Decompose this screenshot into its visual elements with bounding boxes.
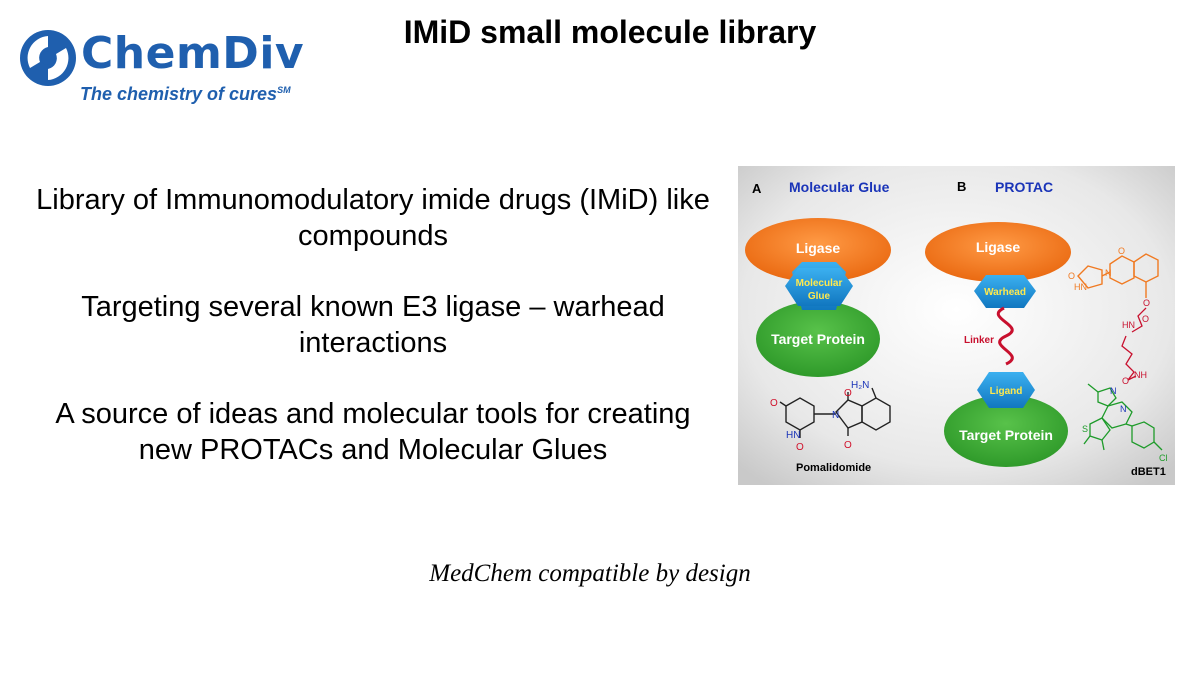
atom-label: S <box>1082 424 1088 434</box>
ligand-hexagon <box>977 372 1035 408</box>
panel-a-target-protein <box>756 301 880 377</box>
atom-label: O <box>844 388 852 399</box>
warhead-hexagon <box>974 275 1036 308</box>
panel-b-ligase-label: Ligase <box>976 239 1021 255</box>
bullet-item: Targeting several known E3 ligase – warh… <box>81 291 665 359</box>
atom-label: O <box>1118 246 1125 256</box>
atom-label: N <box>1105 268 1112 278</box>
linker-label: Linker <box>964 335 994 346</box>
linker-squiggle <box>996 306 1014 366</box>
tagline-footer: MedChem compatible by design <box>429 560 751 587</box>
atom-label: N <box>832 410 839 421</box>
atom-label: O <box>1122 376 1129 386</box>
panel-b-letter: B <box>957 179 966 194</box>
atom-label: N <box>1120 404 1127 414</box>
panel-a-heading: Molecular Glue <box>789 179 890 195</box>
atom-label: O <box>796 442 804 453</box>
bullet-item: Library of Immunomodulatory imide drugs … <box>36 184 710 252</box>
panel-a-ligase <box>745 218 891 282</box>
pomalidomide-structure <box>779 387 891 438</box>
atom-label: HN <box>1122 320 1135 330</box>
panel-a-letter: A <box>752 181 762 196</box>
atom-label: N <box>1110 386 1117 396</box>
logo-tagline: The chemistry of curesSM <box>80 84 291 104</box>
dbet1-jq1-part <box>1083 383 1163 451</box>
atom-label: HN <box>1074 282 1087 292</box>
panel-b-ligase <box>925 222 1071 282</box>
chemdiv-logo: ChemDiv The chemistry of curesSM <box>18 26 318 112</box>
dbet1-linker-part <box>1121 307 1147 381</box>
bullet-item: A source of ideas and molecular tools fo… <box>55 398 691 466</box>
pomalidomide-label: Pomalidomide <box>796 462 871 474</box>
atom-label: O <box>1143 298 1150 308</box>
atom-label: HN <box>786 430 800 441</box>
warhead-label: Warhead <box>984 287 1026 298</box>
atom-label: Cl <box>1159 453 1168 463</box>
panel-b-heading: PROTAC <box>995 179 1053 195</box>
page-title: IMiD small molecule library <box>403 14 817 50</box>
panel-a-ligase-label: Ligase <box>796 240 841 256</box>
atom-label: H₂N <box>851 380 869 391</box>
panel-b-target-protein <box>944 395 1068 467</box>
logo-wordmark: ChemDiv <box>81 28 305 79</box>
panel-b-target-label: Target Protein <box>959 427 1053 443</box>
atom-label: O <box>1068 271 1075 281</box>
atom-label: O <box>844 440 852 451</box>
bullet-list: Library of Immunomodulatory imide drugs … <box>30 182 716 503</box>
atom-label: NH <box>1134 370 1147 380</box>
chemdiv-emblem-icon <box>20 30 76 86</box>
dbet1-label: dBET1 <box>1131 466 1166 478</box>
glue-label-line2: Glue <box>808 291 831 302</box>
protac-glue-figure: A Molecular Glue Ligase Target Protein M… <box>738 166 1175 485</box>
atom-label: O <box>1142 314 1149 324</box>
atom-label: O <box>770 398 778 409</box>
glue-label-line1: Molecular <box>796 278 843 289</box>
panel-a-target-label: Target Protein <box>771 331 865 347</box>
ligand-label: Ligand <box>990 386 1023 397</box>
dbet1-thalidomide-part <box>1077 253 1159 298</box>
